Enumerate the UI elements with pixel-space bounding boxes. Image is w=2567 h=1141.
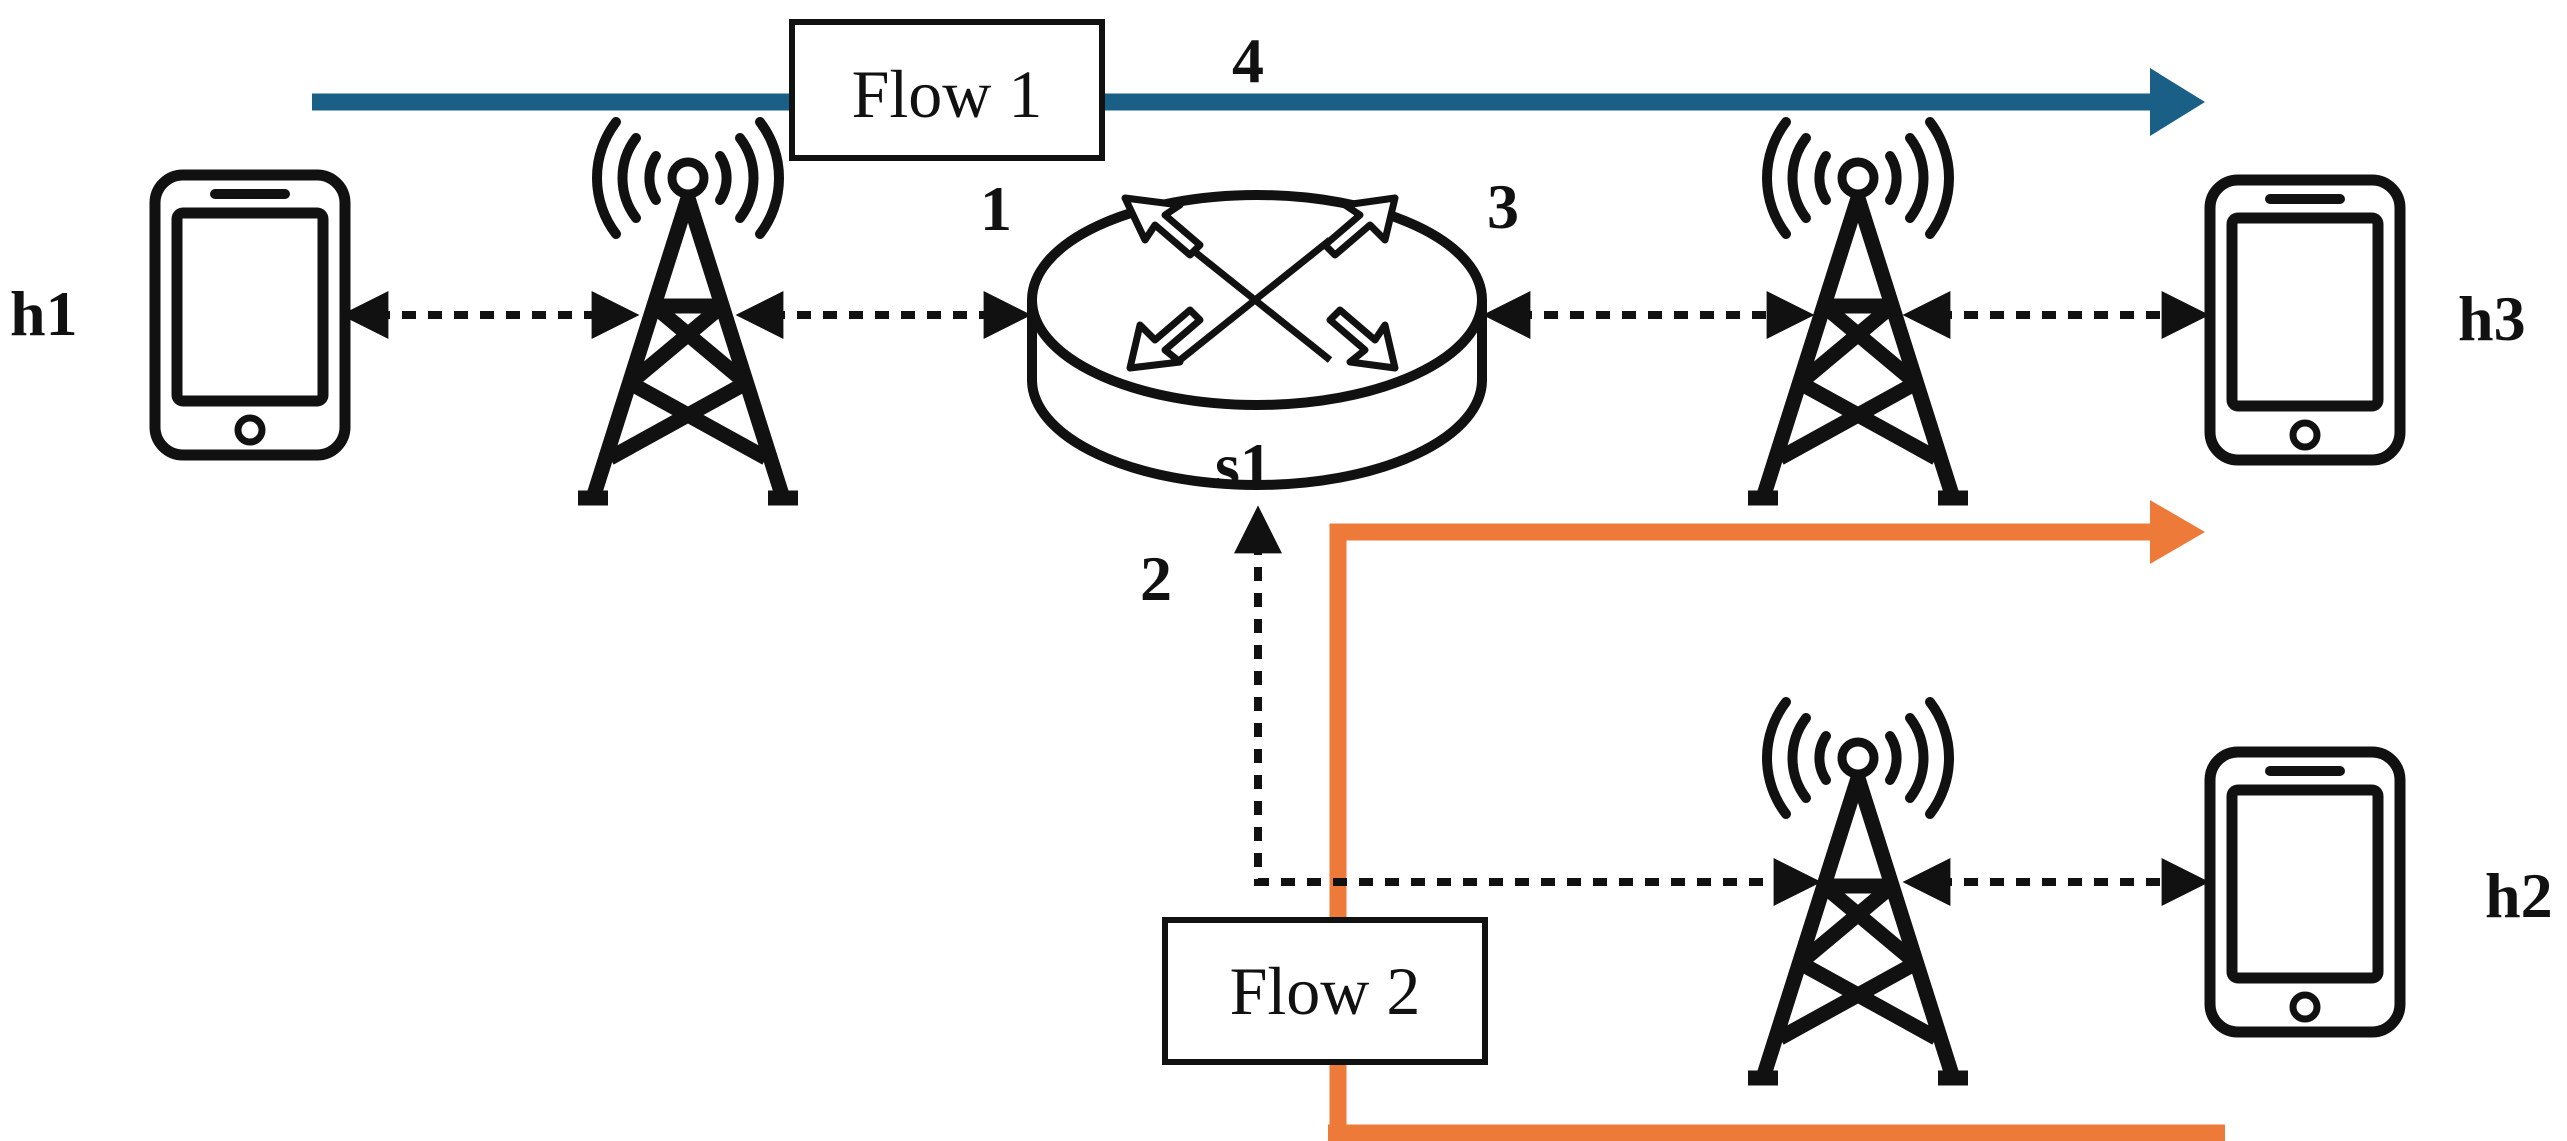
flow-1-label: Flow 1 (852, 56, 1043, 132)
port-4-label: 4 (1232, 25, 1264, 96)
flow-2-label-box: Flow 2 (1162, 917, 1488, 1065)
switch-s1-label: s1 (1215, 430, 1272, 501)
phone-h2-icon (2210, 752, 2400, 1032)
tower-left-icon (578, 122, 798, 498)
port-2-label: 2 (1140, 543, 1172, 614)
host-h1-label: h1 (10, 278, 78, 349)
host-h2-label: h2 (2485, 860, 2553, 931)
phone-h1-icon (155, 175, 345, 455)
host-h3-label: h3 (2458, 283, 2526, 354)
flow-1-label-box: Flow 1 (789, 19, 1105, 161)
link-s1-port2-tower-bottom (1234, 505, 1822, 906)
switch-s1-icon (1027, 190, 1487, 490)
flow-2-label: Flow 2 (1230, 953, 1421, 1029)
phone-h3-icon (2210, 180, 2400, 460)
port-1-label: 1 (980, 173, 1012, 244)
flow-1-path (312, 68, 2205, 136)
tower-right-icon (1748, 122, 1968, 498)
tower-bottom-icon (1748, 702, 1968, 1078)
port-3-label: 3 (1487, 171, 1519, 242)
